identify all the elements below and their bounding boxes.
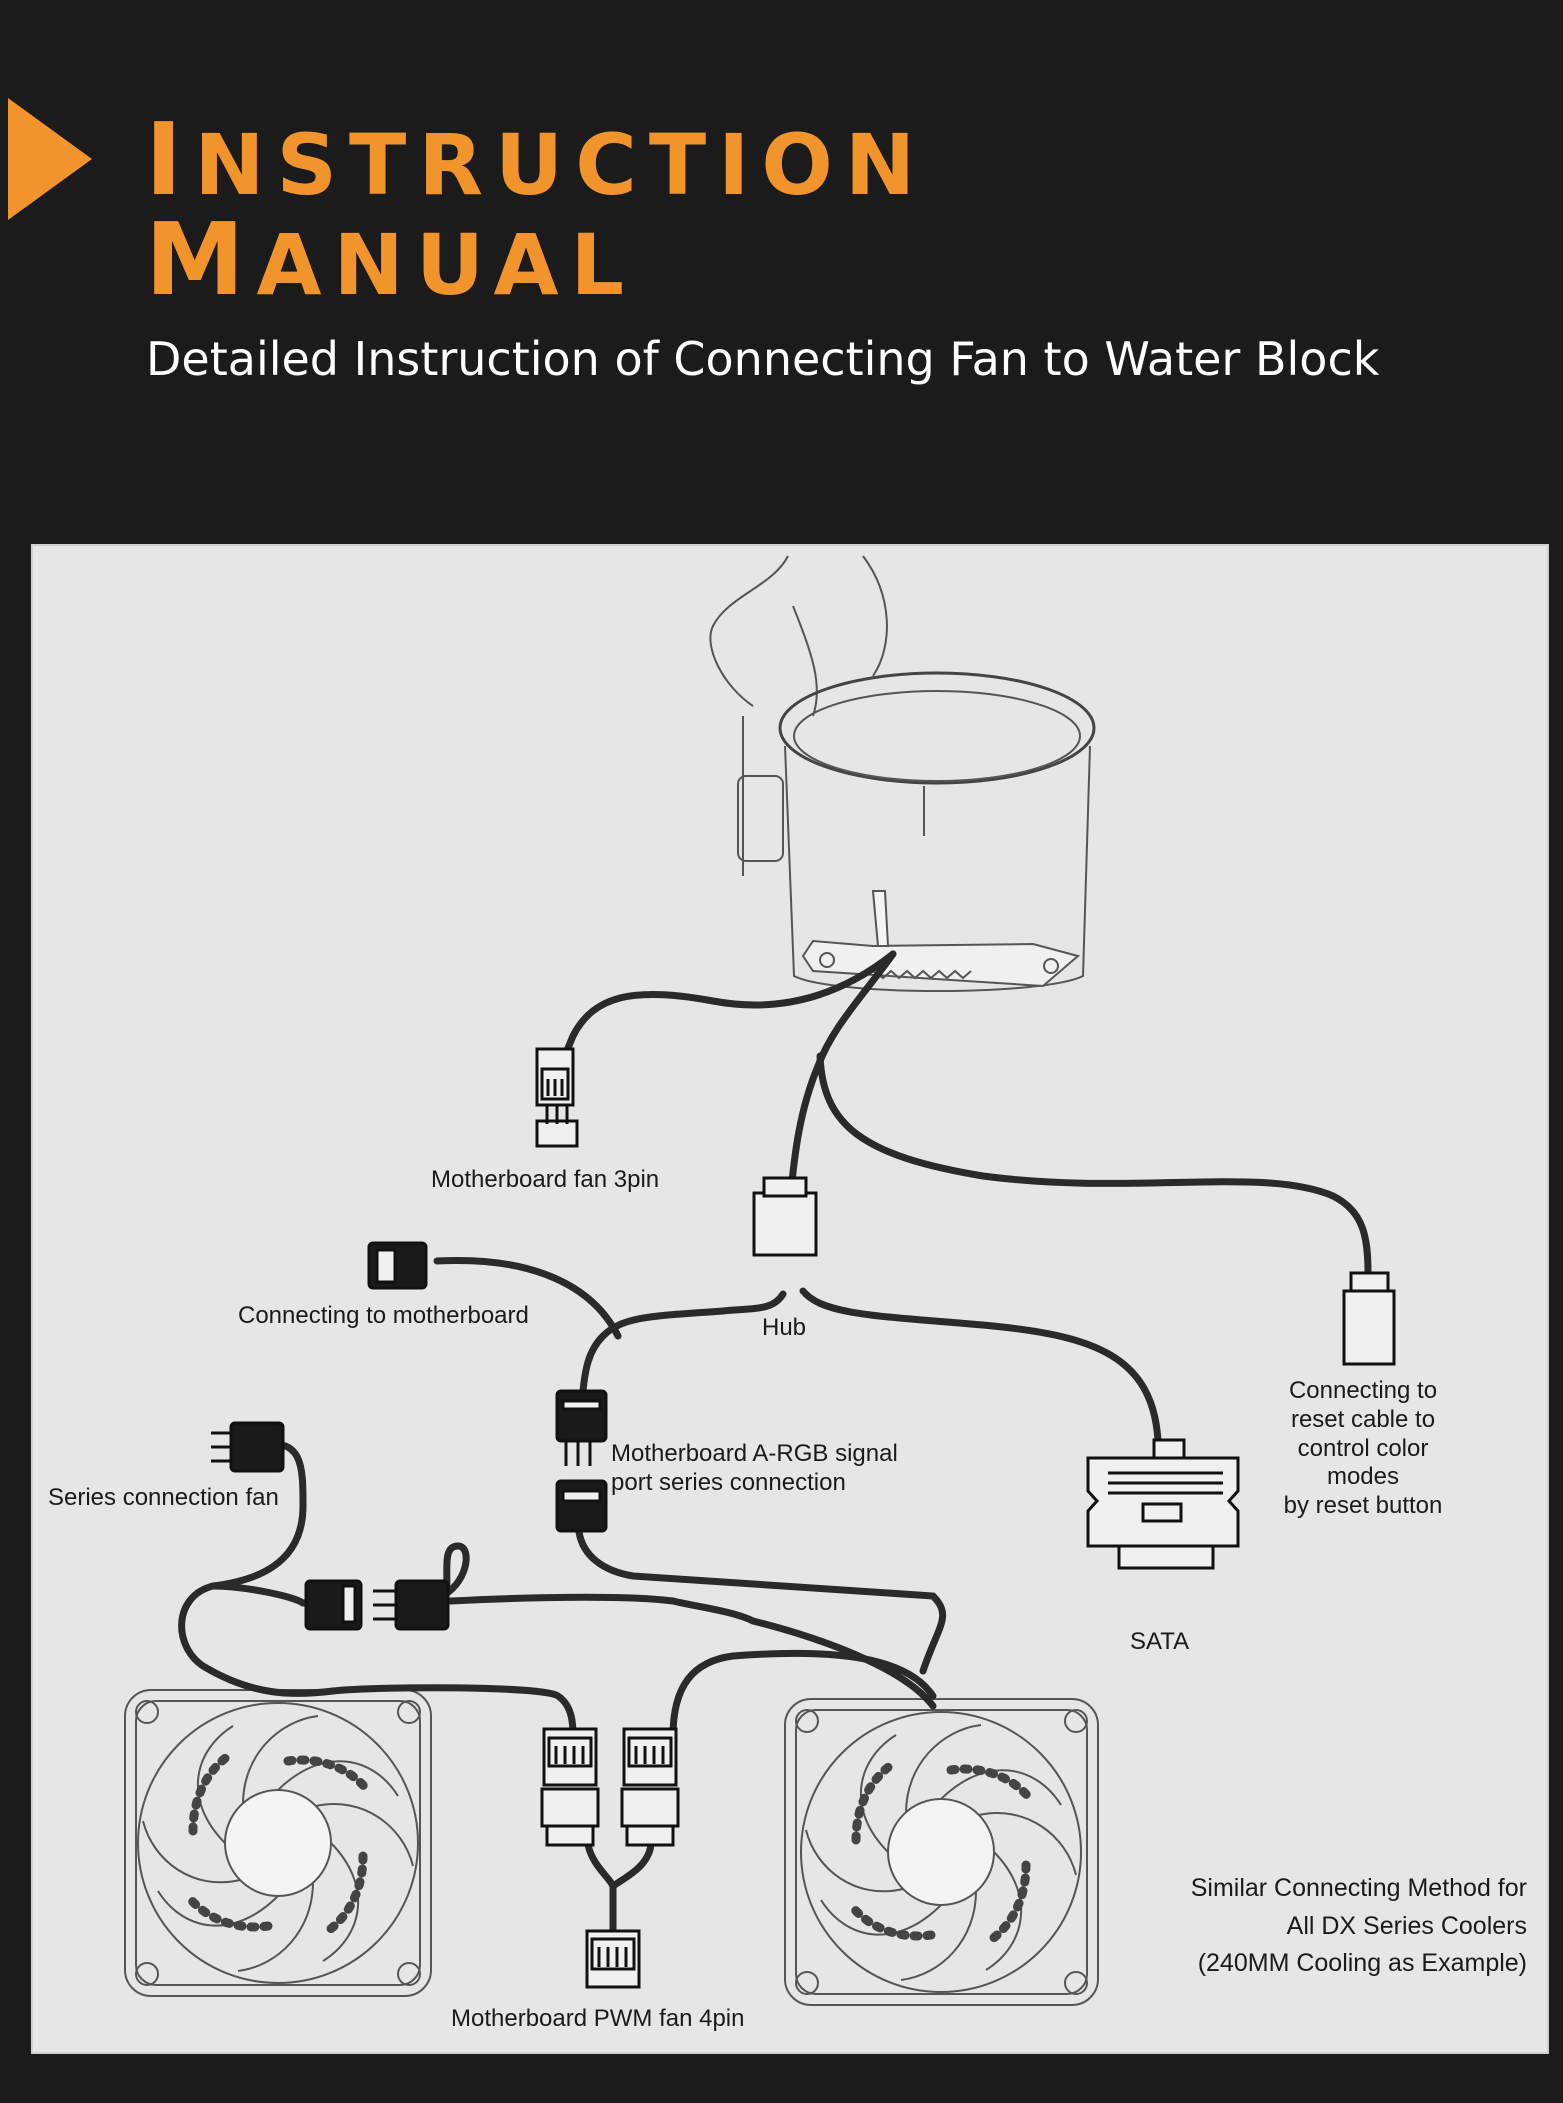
label-motherboard-fan-3pin: Motherboard fan 3pin [431, 1166, 660, 1193]
series-fan-connector [211, 1421, 285, 1473]
cable-left-fan [178, 1440, 337, 1697]
diagram-panel: Motherboard fan 3pin Connecting to mothe… [31, 544, 1549, 2054]
label-series-connection-fan: Series connection fan [48, 1484, 279, 1511]
note-similar-method: Similar Connecting Method for All DX Ser… [1190, 1874, 1527, 1977]
subtitle: Detailed Instruction of Connecting Fan t… [146, 332, 1380, 386]
label-sata: SATA [1130, 1628, 1190, 1655]
cable-pwm-left [329, 1684, 577, 1740]
sata-connector [1086, 1438, 1240, 1570]
water-block-pump [709, 555, 1096, 992]
cable-motherboard [433, 1256, 622, 1340]
title-line-2: Manual [145, 201, 636, 318]
title-line-1: Instruction [145, 101, 928, 218]
hub [752, 1176, 818, 1257]
motherboard-argb-connector [367, 1241, 428, 1290]
pwm-connectors [540, 1727, 680, 1989]
label-connecting-to-motherboard: Connecting to motherboard [238, 1302, 529, 1329]
inline-connector-pair [304, 1579, 450, 1631]
cable-pwm-right [669, 1649, 937, 1740]
wiring-diagram [124, 555, 1396, 2006]
cable-pwm-split-left [584, 1841, 617, 1935]
label-hub: Hub [762, 1314, 807, 1341]
cable-argb [579, 1290, 787, 1395]
cable-reset [816, 1052, 1372, 1277]
label-argb-series: Motherboard A-RGB signal port series con… [611, 1440, 898, 1496]
label-pwm-4pin: Motherboard PWM fan 4pin [451, 2005, 745, 2032]
label-reset-cable: Connecting to reset cable to control col… [1283, 1377, 1443, 1520]
cable-sata [799, 1287, 1162, 1445]
argb-series-connector [555, 1389, 608, 1533]
fan-left [124, 1689, 432, 1997]
cable-3pin [564, 950, 897, 1052]
play-triangle-icon [8, 98, 92, 220]
connector-3pin [535, 1047, 579, 1148]
reset-connector [1342, 1271, 1396, 1366]
fan-right [784, 1698, 1099, 2006]
cable-argb-series [575, 1528, 946, 1675]
